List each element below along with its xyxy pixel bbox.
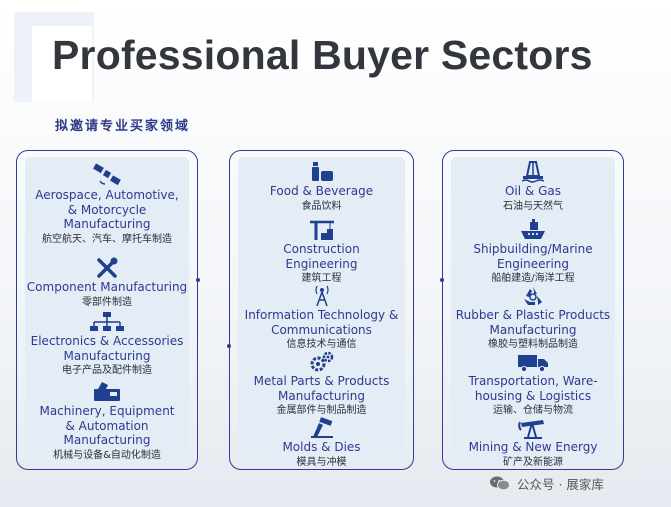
corner-decoration bbox=[14, 12, 94, 102]
wechat-icon bbox=[490, 476, 510, 491]
sector-name-line: Aerospace, Automotive, bbox=[35, 188, 179, 202]
sector-name-line: Manufacturing bbox=[63, 348, 151, 363]
press-icon bbox=[310, 417, 333, 438]
sector-name-zh: 机械与设备&自动化制造 bbox=[53, 449, 161, 461]
crane-icon bbox=[309, 220, 334, 240]
sector-item: Transportation, Ware- housing & Logistic… bbox=[451, 351, 615, 417]
page-title: Professional Buyer Sectors bbox=[52, 32, 593, 78]
sector-name-line: Rubber & Plastic Products bbox=[455, 308, 611, 322]
sector-name-zh: 信息技术与通信 bbox=[286, 339, 357, 350]
sector-panel-2: Food & Beverage 食品饮料 Construction Engine… bbox=[238, 157, 405, 468]
sector-name-line: Engineering bbox=[285, 256, 358, 271]
sector-column-1: Aerospace, Automotive, & Motorcycle Manu… bbox=[16, 150, 200, 470]
sector-item: Oil & Gas 石油与天然气 bbox=[451, 161, 615, 213]
sector-item: Information Technology & Communications … bbox=[238, 285, 405, 351]
sector-name-line: Electronics & Accessories bbox=[30, 334, 184, 348]
sector-name-zh: 矿产及新能源 bbox=[503, 456, 563, 468]
sector-name-line: Communications bbox=[271, 322, 372, 337]
sector-name-line: Metal Parts & Products bbox=[253, 374, 390, 388]
sector-item: Food & Beverage 食品饮料 bbox=[238, 161, 405, 213]
sector-name-line: Information Technology & bbox=[244, 308, 399, 322]
sector-name-line: Manufacturing bbox=[489, 322, 577, 337]
connector-dot bbox=[227, 344, 231, 348]
watermark: 公众号 · 展家库 bbox=[489, 474, 604, 492]
gears-icon bbox=[310, 351, 333, 372]
sector-item: Molds & Dies 模具与冲模 bbox=[238, 417, 405, 469]
network-icon bbox=[90, 312, 124, 331]
sector-name-line: Component Manufacturing bbox=[26, 280, 188, 294]
sector-name-line: Food & Beverage bbox=[269, 184, 374, 198]
sector-name-line: Engineering bbox=[497, 256, 569, 271]
watermark-text: 公众号 · 展家库 bbox=[517, 476, 604, 492]
sector-column-2: Food & Beverage 食品饮料 Construction Engine… bbox=[227, 150, 414, 470]
sector-name-line: Manufacturing bbox=[63, 217, 151, 231]
sector-name-zh: 航空航天、汽车、摩托车制造 bbox=[42, 233, 172, 245]
tools-icon bbox=[97, 257, 118, 278]
sector-item: Aerospace, Automotive, & Motorcycle Manu… bbox=[25, 163, 189, 246]
sector-name-line: Mining & New Energy bbox=[468, 440, 598, 454]
connector-dot bbox=[440, 278, 444, 282]
sector-panel-1: Aerospace, Automotive, & Motorcycle Manu… bbox=[25, 157, 189, 463]
sector-item: Construction Engineering 建筑工程 bbox=[238, 219, 405, 285]
sector-name-line: Machinery, Equipment bbox=[39, 404, 175, 418]
sector-name-line: Manufacturing bbox=[278, 388, 365, 403]
sector-name-line: Molds & Dies bbox=[282, 440, 361, 454]
truck-icon bbox=[518, 355, 548, 373]
satellite-icon bbox=[93, 163, 121, 186]
antenna-icon bbox=[314, 285, 329, 307]
sector-name-zh: 运输、仓储与物流 bbox=[493, 405, 573, 416]
sector-name-line: housing & Logistics bbox=[474, 388, 592, 403]
sector-item: Mining & New Energy 矿产及新能源 bbox=[451, 417, 615, 469]
sector-item: Machinery, Equipment & Automation Manufa… bbox=[25, 381, 189, 462]
sector-name-line: Manufacturing bbox=[63, 433, 151, 447]
page-subtitle: 拟邀请专业买家领域 bbox=[55, 119, 191, 134]
sector-name-zh: 船舶建造/海洋工程 bbox=[491, 273, 575, 284]
sector-panel-3: Oil & Gas 石油与天然气 Shipbuilding/Marine Eng… bbox=[451, 157, 615, 468]
oil-rig-icon bbox=[521, 161, 545, 183]
sector-name-zh: 食品饮料 bbox=[301, 200, 342, 212]
sector-item: Component Manufacturing 零部件制造 bbox=[25, 257, 189, 309]
recycle-icon bbox=[524, 287, 542, 305]
pumpjack-icon bbox=[518, 420, 544, 439]
sector-name-zh: 石油与天然气 bbox=[503, 200, 563, 212]
food-icon bbox=[311, 162, 333, 181]
sector-item: Metal Parts & Products Manufacturing 金属部… bbox=[238, 351, 405, 417]
sector-name-line: Construction bbox=[283, 242, 360, 256]
sector-name-line: & Motorcycle bbox=[67, 202, 147, 217]
machine-icon bbox=[94, 382, 120, 401]
ship-icon bbox=[521, 219, 545, 239]
connector-dot bbox=[196, 278, 200, 282]
sector-name-zh: 金属部件与制品制造 bbox=[276, 405, 367, 416]
sector-name-zh: 橡胶与塑料制品制造 bbox=[488, 339, 578, 350]
sector-item: Electronics & Accessories Manufacturing … bbox=[25, 311, 189, 377]
sector-column-3: Oil & Gas 石油与天然气 Shipbuilding/Marine Eng… bbox=[440, 150, 624, 470]
sector-item: Rubber & Plastic Products Manufacturing … bbox=[451, 285, 615, 351]
sector-name-zh: 电子产品及配件制造 bbox=[62, 365, 152, 376]
sector-name-zh: 模具与冲模 bbox=[296, 456, 347, 468]
sector-name-zh: 零部件制造 bbox=[82, 296, 132, 308]
sector-name-line: & Automation bbox=[65, 418, 149, 433]
sector-item: Shipbuilding/Marine Engineering 船舶建造/海洋工… bbox=[451, 219, 615, 285]
sector-name-line: Oil & Gas bbox=[504, 184, 561, 198]
sector-name-line: Shipbuilding/Marine bbox=[473, 242, 593, 256]
sector-name-line: Transportation, Ware- bbox=[468, 374, 598, 388]
sector-name-zh: 建筑工程 bbox=[301, 273, 342, 284]
